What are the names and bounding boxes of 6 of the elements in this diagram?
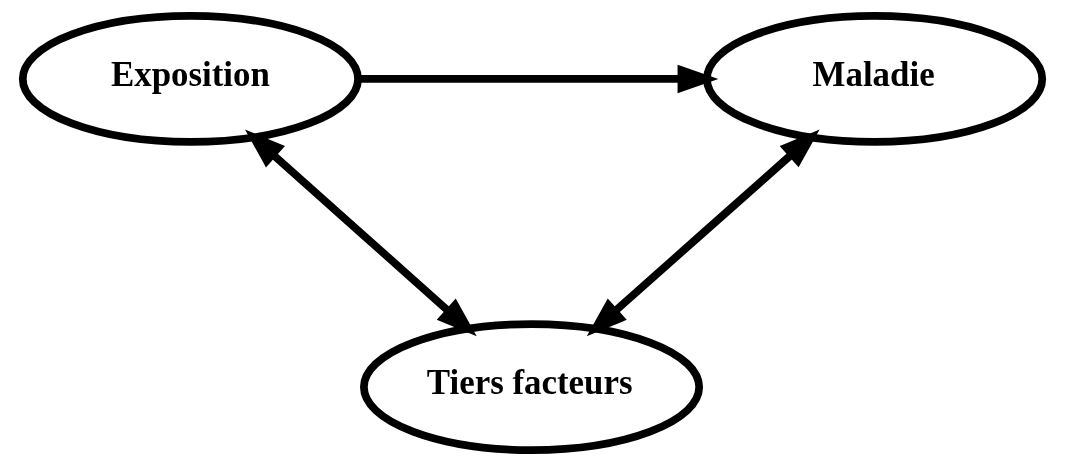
node-ellipse: Tiers facteurs [360, 320, 704, 454]
arrow [586, 129, 820, 337]
arrow [358, 64, 719, 94]
node-ellipse: Maladie [703, 12, 1047, 146]
node-ellipse: Exposition [18, 12, 362, 146]
arrow [245, 129, 477, 337]
